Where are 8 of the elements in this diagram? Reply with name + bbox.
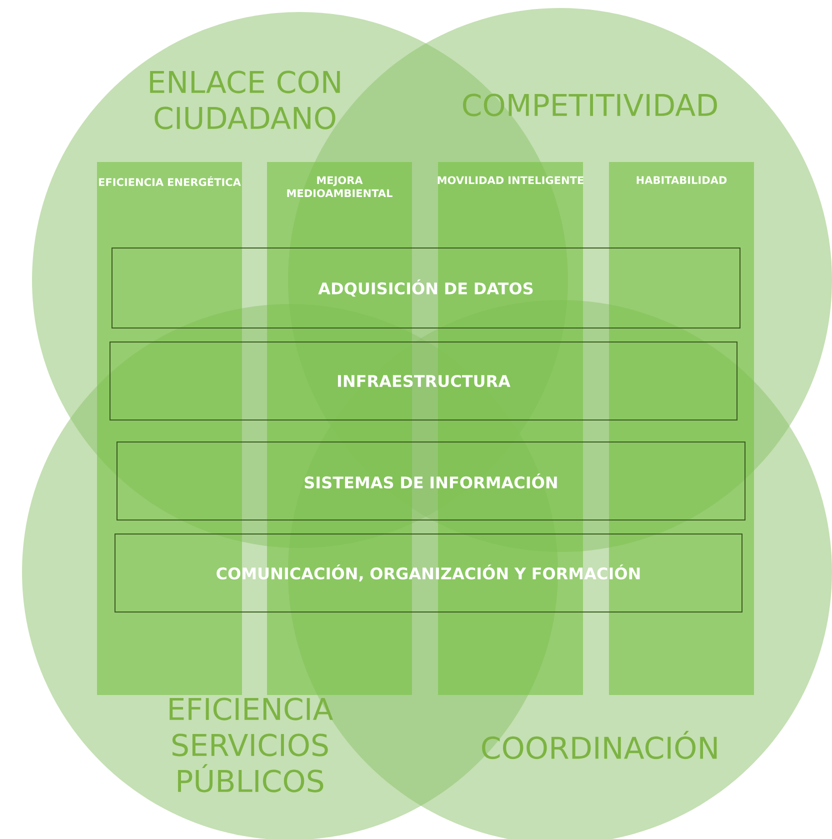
- circle-title: COMPETITIVIDAD: [462, 94, 717, 116]
- band-box: INFRAESTRUCTURA: [110, 342, 738, 420]
- circle-title: EFICIENCIA SERVICIOS PÚBLICOS: [170, 698, 334, 792]
- band-box: ADQUISICIÓN DE DATOS: [112, 248, 740, 328]
- band-box: SISTEMAS DE INFORMACIÓN: [116, 442, 746, 520]
- circle-title: ENLACE CON CIUDADANO: [150, 70, 340, 130]
- band-box: COMUNICACIÓN, ORGANIZACIÓN Y FORMACIÓN: [114, 534, 742, 612]
- circle-title: COORDINACIÓN: [482, 730, 717, 760]
